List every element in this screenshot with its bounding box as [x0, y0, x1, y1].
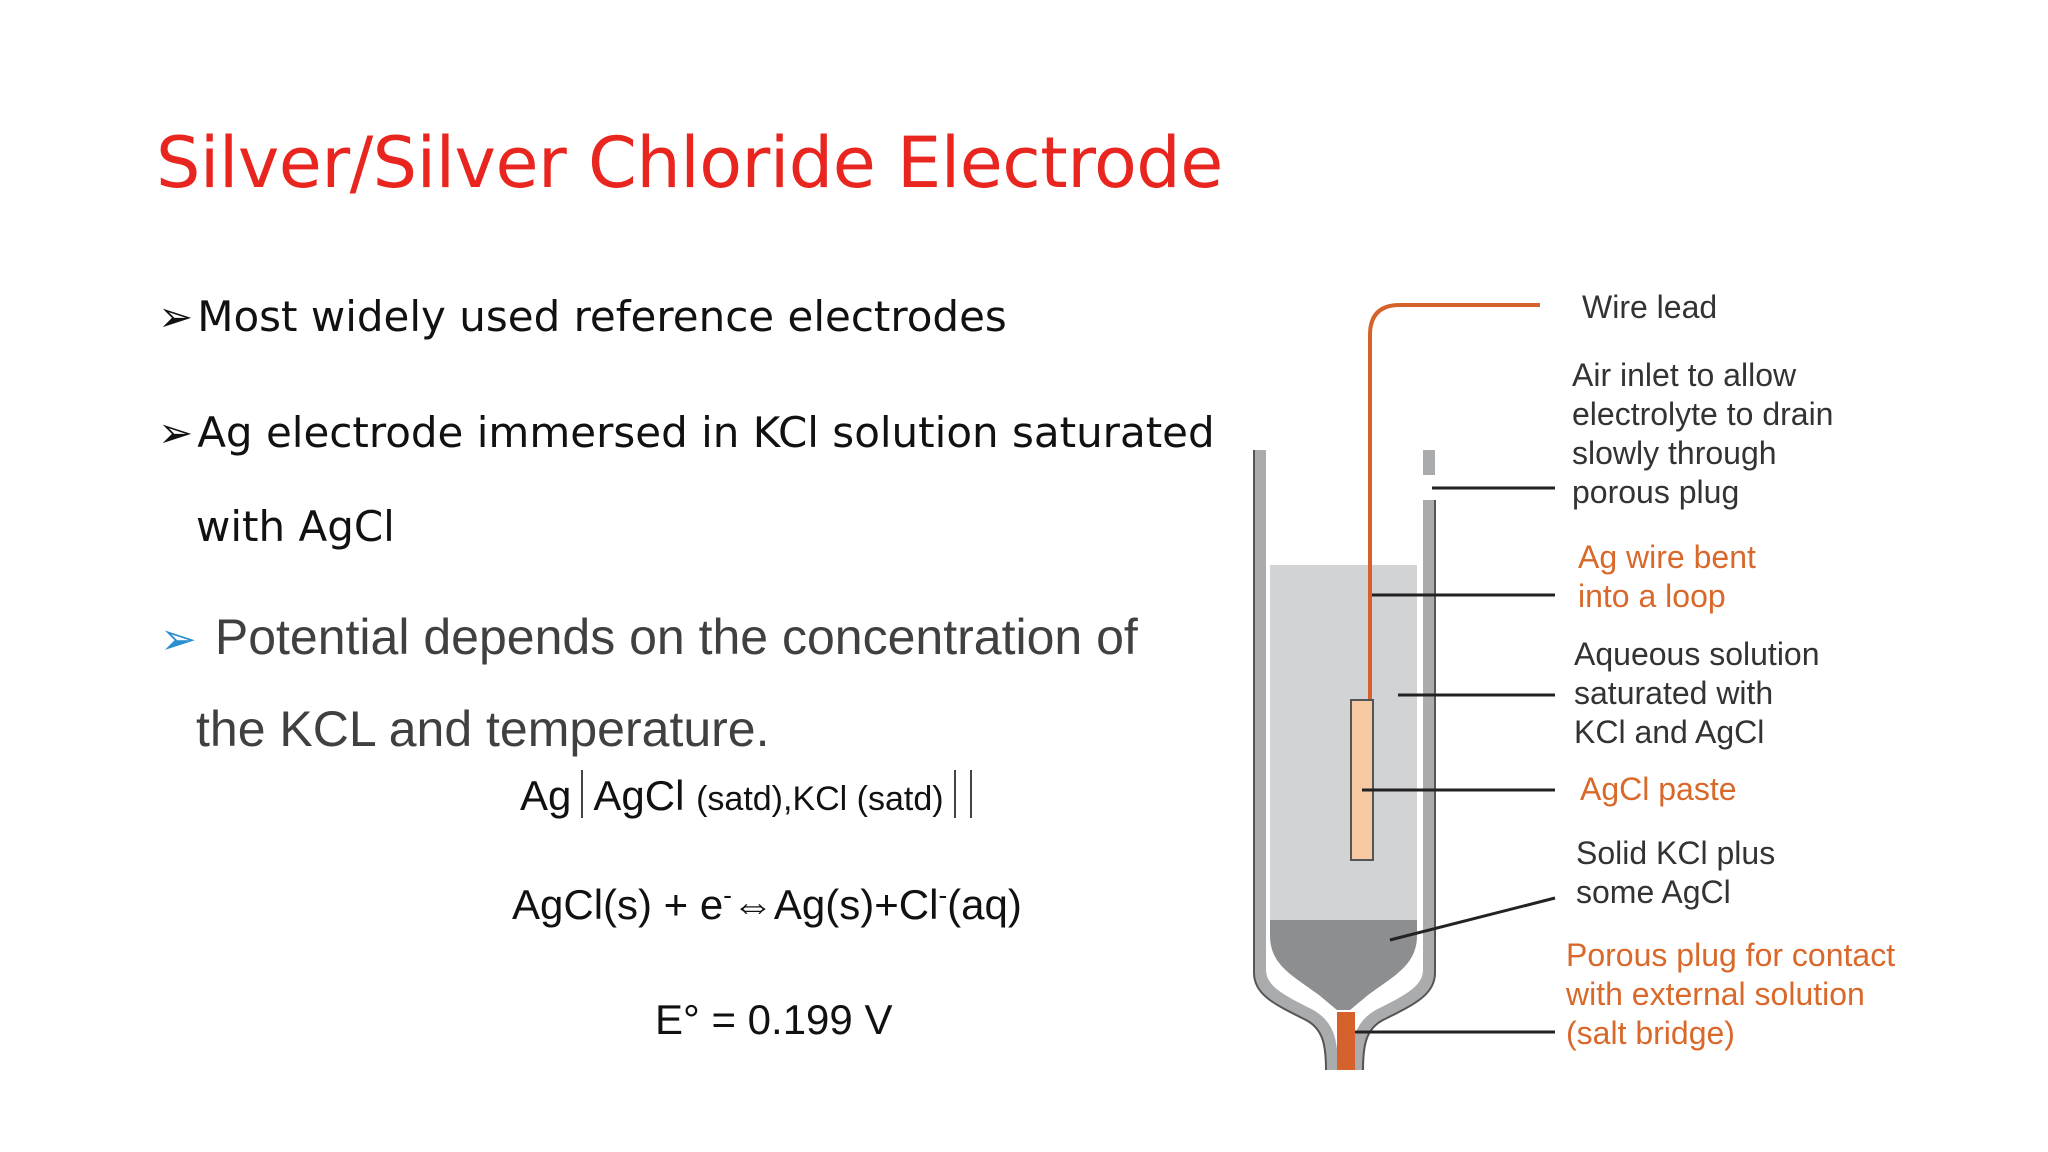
reaction-right: (aq) — [947, 881, 1022, 928]
reaction-sup1: - — [723, 880, 732, 910]
bullet-1-text: Most widely used reference electrodes — [197, 292, 1007, 341]
porous-plug-rect — [1337, 1012, 1355, 1070]
phase-boundary-bar — [581, 770, 584, 818]
label-solid-kcl: Solid KCl plus some AgCl — [1576, 834, 1775, 912]
cell-rest: (satd),KCl (satd) — [696, 780, 944, 818]
glass-tube-outer-right — [1351, 500, 1435, 1071]
label-ag-wire-line: into a loop — [1578, 578, 1726, 614]
bullet-3-continuation: the KCL and temperature. — [196, 701, 770, 757]
half-reaction: AgCl(s) + e-⇔Ag(s)+Cl-(aq) — [512, 880, 1022, 929]
bullet-2-text: Ag electrode immersed in KCl solution sa… — [197, 408, 1215, 457]
wire-lead-path — [1368, 303, 1540, 705]
label-wire-lead: Wire lead — [1582, 289, 1718, 325]
cell-notation: Ag AgCl (satd),KCl (satd) — [520, 770, 982, 820]
cell-agcl: AgCl — [593, 772, 685, 819]
glass-tube-edge-left — [1253, 450, 1327, 1071]
label-air-inlet-line: porous plug — [1572, 474, 1740, 510]
reaction-left: AgCl(s) + e — [512, 881, 724, 928]
electrode-diagram: Wire lead Air inlet to allow electrolyte… — [1240, 270, 2000, 1071]
leader-solid-kcl — [1389, 896, 1556, 942]
cell-ag: Ag — [520, 772, 572, 819]
arrow-bullet-icon: ➢ — [158, 408, 194, 457]
label-air-inlet-line: Air inlet to allow — [1572, 357, 1797, 393]
label-aqueous: Aqueous solution saturated with KCl and … — [1574, 635, 1820, 752]
glass-tube-edge-right — [1362, 500, 1436, 1071]
label-air-inlet-line: electrolyte to drain — [1572, 396, 1834, 432]
reaction-mid: Ag(s)+Cl — [773, 881, 939, 928]
label-ag-wire-line: Ag wire bent — [1578, 539, 1756, 575]
slide-title: Silver/Silver Chloride Electrode — [156, 122, 1223, 204]
label-aqueous-line: saturated with — [1574, 675, 1774, 711]
label-aqueous-line: Aqueous solution — [1574, 636, 1820, 672]
salt-bridge-bar-1 — [953, 770, 956, 818]
arrow-bullet-icon: ➢ — [158, 292, 194, 341]
bullet-1: ➢Most widely used reference electrodes — [158, 292, 1007, 341]
standard-potential: E° = 0.199 V — [655, 996, 893, 1043]
label-solid-kcl-line: some AgCl — [1576, 874, 1731, 910]
label-porous-plug-line: with external solution — [1566, 976, 1865, 1012]
label-air-inlet: Air inlet to allow electrolyte to drain … — [1572, 356, 1833, 512]
bullet-2: ➢Ag electrode immersed in KCl solution s… — [158, 408, 1215, 457]
label-agcl-paste: AgCl paste — [1580, 771, 1737, 807]
bullet-2-continuation: with AgCl — [196, 502, 395, 551]
label-porous-plug: Porous plug for contact with external so… — [1566, 936, 1895, 1053]
solid-kcl-fill — [1270, 920, 1417, 1010]
salt-bridge-bar-2 — [969, 770, 972, 818]
label-porous-plug-line: (salt bridge) — [1566, 1015, 1735, 1051]
agcl-paste-rect — [1350, 699, 1374, 861]
bullet-3: ➢ Potential depends on the concentration … — [160, 608, 1138, 666]
reaction-sup2: - — [938, 880, 948, 910]
label-porous-plug-line: Porous plug for contact — [1566, 937, 1896, 973]
label-solid-kcl-line: Solid KCl plus — [1576, 835, 1776, 871]
electrode-diagram-svg — [1253, 303, 1556, 1071]
equilibrium-arrow-icon: ⇔ — [731, 881, 774, 928]
label-ag-wire: Ag wire bent into a loop — [1578, 538, 1756, 616]
glass-tube-outer — [1254, 450, 1338, 1071]
label-air-inlet-line: slowly through — [1572, 435, 1777, 471]
label-aqueous-line: KCl and AgCl — [1574, 714, 1765, 750]
solution-fill — [1270, 565, 1417, 1010]
arrow-bullet-icon: ➢ — [160, 615, 197, 664]
bullet-3-text: Potential depends on the concentration o… — [214, 609, 1138, 665]
